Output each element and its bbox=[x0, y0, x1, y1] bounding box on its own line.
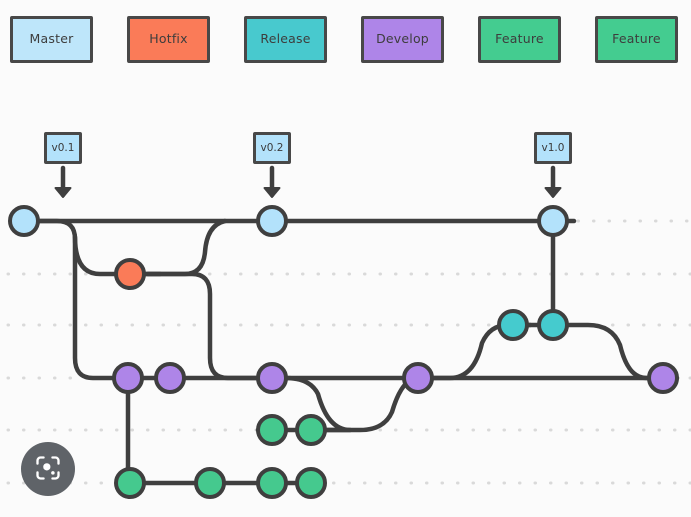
legend-item-develop-3: Develop bbox=[361, 16, 444, 63]
version-tag-arrow-head-v1.0 bbox=[544, 187, 562, 198]
legend-item-label: Hotfix bbox=[149, 31, 188, 47]
legend-item-label: Release bbox=[260, 31, 311, 47]
legend-item-hotfix-1: Hotfix bbox=[127, 16, 210, 63]
branch-release-to-develop bbox=[550, 322, 666, 381]
legend-item-label: Feature bbox=[612, 31, 661, 47]
legend-item-feature-5: Feature bbox=[595, 16, 678, 63]
commit-node-feature-a-commit-2[interactable] bbox=[295, 414, 327, 446]
commit-node-develop-commit-1[interactable] bbox=[112, 362, 144, 394]
commit-node-develop-commit-4[interactable] bbox=[402, 362, 434, 394]
version-tag-arrow-head-v0.1 bbox=[54, 187, 72, 198]
legend-item-release-2: Release bbox=[244, 16, 327, 63]
version-tag-label: v0.1 bbox=[51, 141, 75, 154]
commit-node-develop-commit-2[interactable] bbox=[154, 362, 186, 394]
commit-node-hotfix-commit-1[interactable] bbox=[114, 258, 146, 290]
legend-item-master-0: Master bbox=[10, 16, 93, 63]
branch-feature-a-merge-to-develop bbox=[308, 375, 421, 433]
commit-node-feature-b-commit-4[interactable] bbox=[295, 467, 327, 499]
commit-node-feature-a-commit-1[interactable] bbox=[256, 414, 288, 446]
branch-hotfix-merge-to-master bbox=[127, 218, 228, 277]
commit-node-feature-b-commit-1[interactable] bbox=[114, 467, 146, 499]
branch-master-to-hotfix bbox=[72, 234, 163, 277]
version-tag-label: v0.2 bbox=[260, 141, 284, 154]
commit-node-master-commit-1[interactable] bbox=[8, 205, 40, 237]
branch-legend: Master Hotfix Release Develop Feature Feature bbox=[0, 0, 691, 90]
commit-node-master-commit-3[interactable] bbox=[537, 205, 569, 237]
legend-item-feature-4: Feature bbox=[478, 16, 561, 63]
version-tag-arrow-head-v0.2 bbox=[263, 187, 281, 198]
branch-master-to-develop bbox=[21, 218, 131, 381]
commit-node-feature-b-commit-2[interactable] bbox=[194, 467, 226, 499]
commit-node-feature-b-commit-3[interactable] bbox=[256, 467, 288, 499]
version-tag-v0.2: v0.2 bbox=[253, 132, 291, 164]
commit-node-master-commit-2[interactable] bbox=[256, 205, 288, 237]
commit-node-develop-commit-3[interactable] bbox=[256, 362, 288, 394]
lens-camera-icon bbox=[34, 454, 62, 485]
version-tag-label: v1.0 bbox=[541, 141, 565, 154]
legend-item-label: Master bbox=[29, 31, 74, 47]
commit-node-develop-commit-5[interactable] bbox=[647, 362, 679, 394]
commit-node-release-commit-2[interactable] bbox=[537, 309, 569, 341]
version-tag-v1.0: v1.0 bbox=[534, 132, 572, 164]
commit-node-release-commit-1[interactable] bbox=[497, 309, 529, 341]
legend-item-label: Develop bbox=[376, 31, 429, 47]
legend-item-label: Feature bbox=[495, 31, 544, 47]
version-tag-v0.1: v0.1 bbox=[44, 132, 82, 164]
google-lens-button[interactable] bbox=[21, 442, 75, 496]
